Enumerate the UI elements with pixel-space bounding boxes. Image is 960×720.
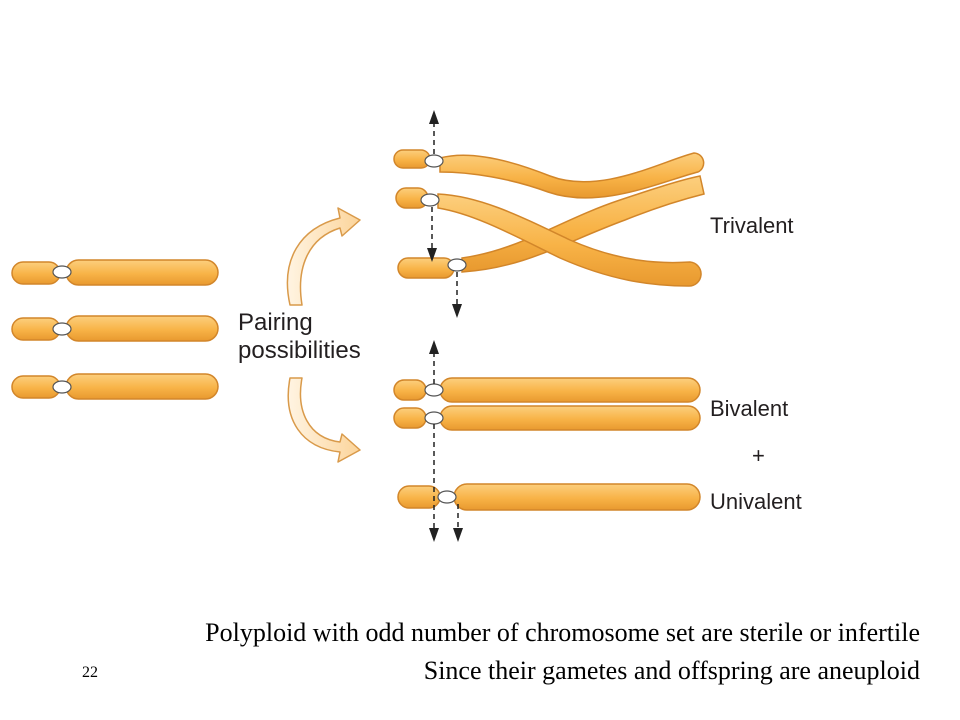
curved-arrow-down <box>287 377 361 463</box>
univalent-label: Univalent <box>710 489 802 514</box>
curved-arrow-up <box>286 207 361 306</box>
caption-line-2: Since their gametes and offspring are an… <box>423 656 920 685</box>
trivalent-label: Trivalent <box>710 213 794 238</box>
unpaired-chromosome-2 <box>11 315 219 342</box>
arrowhead-down <box>429 528 439 542</box>
arrowhead-down <box>427 248 437 262</box>
plus-label: + <box>752 443 765 468</box>
arrowhead-up <box>429 340 439 354</box>
trivalent-spindle-arrows <box>431 122 458 306</box>
unpaired-chromosome-3 <box>11 373 219 400</box>
bivalent-label: Bivalent <box>710 396 788 421</box>
arrowhead-down <box>453 528 463 542</box>
univalent-chromosome <box>397 483 701 511</box>
caption-line-1: Polyploid with odd number of chromosome … <box>205 618 920 647</box>
bivalent-spindle-arrows <box>433 352 459 530</box>
arrowhead-down <box>452 304 462 318</box>
possibilities-label: possibilities <box>238 337 361 364</box>
arrowhead-up <box>429 110 439 124</box>
slide-number: 22 <box>82 664 98 681</box>
pairing-diagram: Pairing possibilities Trivalent Bivalent… <box>11 110 802 542</box>
unpaired-chromosome-1 <box>11 259 219 286</box>
bivalent-chromosomes <box>393 377 701 431</box>
pairing-label: Pairing <box>238 309 313 336</box>
trivalent-chromosomes <box>393 149 705 287</box>
